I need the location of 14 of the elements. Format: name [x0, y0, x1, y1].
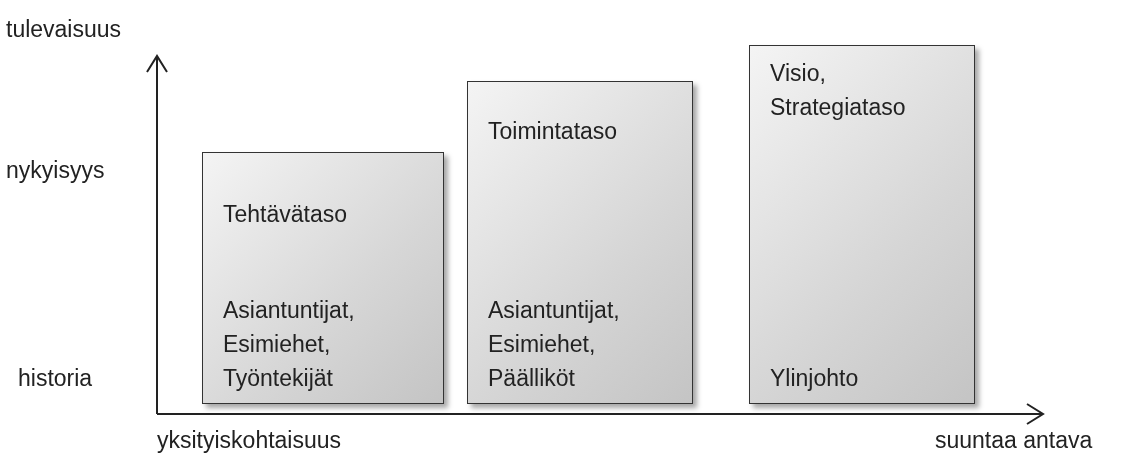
level-members: Asiantuntijat, Esimiehet, Työntekijät [223, 296, 356, 393]
x-axis-label: suuntaa antava [935, 427, 1093, 453]
level-box [467, 81, 693, 404]
level-members: Asiantuntijat, Esimiehet, Päälliköt [488, 296, 621, 393]
y-axis-label: nykyisyys [6, 157, 105, 183]
level-title: Toimintataso [488, 117, 619, 146]
level-box [202, 152, 444, 404]
x-axis-label: yksityiskohtaisuus [157, 427, 342, 453]
y-axis-label: tulevaisuus [6, 16, 122, 42]
level-box [749, 45, 975, 404]
level-title: Tehtävätaso [223, 200, 349, 229]
level-members: Ylinjohto [770, 364, 860, 393]
level-title: Visio, Strategiataso [770, 59, 907, 122]
y-axis-label: historia [18, 365, 93, 391]
